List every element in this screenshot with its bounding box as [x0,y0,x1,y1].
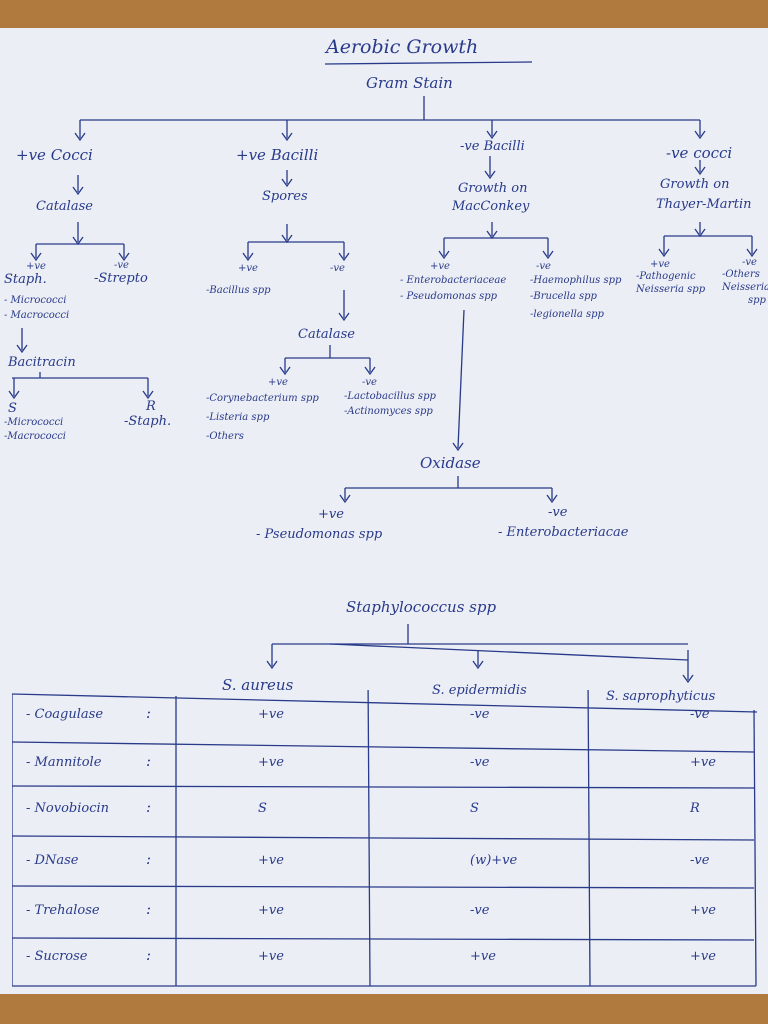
bacilli-catalase-pos-label: +ve [268,377,288,388]
table-cell-value: +ve [258,853,284,868]
table-cell-value: +ve [690,949,716,964]
bacilli-catalase-neg-item: -Lactobacillus spp [344,391,436,402]
table-row-test-name: - Coagulase [26,707,104,722]
table-cell-value: +ve [258,949,284,964]
node-catalase-cocci: Catalase [36,199,93,214]
table-cell-value: S [470,801,479,816]
table-grid [12,690,757,987]
table-cell-value: +ve [690,903,716,918]
node-oxidase: Oxidase [420,454,481,472]
bacilli-catalase-neg-label: -ve [362,377,377,388]
table-cell-value: -ve [470,755,490,770]
bacitracin-s-item: -Micrococci [4,417,64,428]
table-cell-value: -ve [470,903,490,918]
bacilli-catalase-neg-item: -Actinomyces spp [344,406,433,417]
thayer-pos-item: -Pathogenic [636,271,696,282]
macconkey-pos-label: +ve [430,261,450,272]
node-growth-macconkey: Growth on [458,181,528,196]
table-cell-value: S [258,801,267,816]
table-cell-value: -ve [470,707,490,722]
table-row-test-name: - Mannitole [26,755,102,770]
staph-column-header: S. saprophyticus [606,689,716,704]
macconkey-neg-item: -Brucella spp [530,291,597,302]
thayer-neg-item: -Others [722,269,760,280]
table-cell-value: R [690,801,700,816]
macconkey-neg-item: -legionella spp [530,309,604,320]
node-bacillus: -Bacillus spp [206,285,271,296]
node-pseudomonas: - Pseudomonas spp [256,527,383,542]
node-strepto: -Strepto [94,271,148,286]
thayer-neg-item: spp [748,295,766,306]
staph-list-item: - Micrococci [4,295,67,306]
table-row-colon: : [146,798,152,816]
table-row-test-name: - DNase [26,853,79,868]
table-cell-value: +ve [258,903,284,918]
thayer-pos-item: Neisseria spp [636,284,706,295]
oxidase-neg-label: -ve [548,505,568,520]
node-pos-bacilli: +ve Bacilli [236,146,319,164]
table-row-colon: : [146,850,152,868]
node-bacitracin: Bacitracin [8,355,76,370]
staph-column-header: S. aureus [222,676,294,694]
table-row-colon: : [146,704,152,722]
thayer-pos-label: +ve [650,259,670,270]
table-row-colon: : [146,752,152,770]
table-cell-value: -ve [690,853,710,868]
node-spores: Spores [262,189,308,204]
bacitracin-r-label: R [146,399,156,414]
bacilli-catalase-pos-item: -Others [206,431,244,442]
cocci-catalase-pos-label: +ve [26,261,46,272]
chart-title: Aerobic Growth [326,36,479,58]
root-node-gram-stain: Gram Stain [366,74,453,92]
macconkey-pos-item: - Pseudomonas spp [400,291,498,302]
table-cell-value: +ve [470,949,496,964]
table-cell-value: (w)+ve [470,853,518,868]
table-cell-value: +ve [690,755,716,770]
staph-column-header: S. epidermidis [432,683,527,698]
table-cell-value: +ve [258,755,284,770]
table-row-test-name: - Novobiocin [26,801,110,816]
staph-list-item: - Macrococci [4,310,70,321]
bacitracin-s-label: S [8,401,17,416]
macconkey-pos-item: - Enterobacteriaceae [400,275,507,286]
spores-neg-label: -ve [330,263,345,274]
table-row-colon: : [146,900,152,918]
table-row-test-name: - Sucrose [26,949,88,964]
node-growth-thayer-martin: Growth on [660,177,730,192]
node-growth-thayer-martin: Thayer-Martin [656,197,752,212]
oxidase-pos-label: +ve [318,507,344,522]
node-pos-cocci: +ve Cocci [16,146,93,164]
staph-heading: Staphylococcus spp [346,598,497,616]
node-growth-macconkey: MacConkey [452,199,530,214]
bacitracin-s-item: -Macrococci [4,431,67,442]
bacitracin-r-item: -Staph. [124,414,172,429]
node-staph: Staph. [4,272,47,287]
spores-pos-label: +ve [238,263,258,274]
table-cell-value: -ve [690,707,710,722]
node-enterobacteriacae: - Enterobacteriacae [498,525,629,540]
cocci-catalase-neg-label: -ve [114,260,129,271]
thayer-neg-item: Neisseria [722,282,768,293]
node-neg-cocci: -ve cocci [666,144,733,162]
bacilli-catalase-pos-item: -Corynebacterium spp [206,393,319,404]
table-row-colon: : [146,946,152,964]
macconkey-neg-item: -Haemophilus spp [530,275,622,286]
node-neg-bacilli: -ve Bacilli [460,139,525,154]
macconkey-neg-label: -ve [536,261,551,272]
paper-sheet [0,28,768,994]
bacilli-catalase-pos-item: -Listeria spp [206,412,270,423]
node-catalase-bacilli: Catalase [298,327,355,342]
table-cell-value: +ve [258,707,284,722]
thayer-neg-label: -ve [742,257,757,268]
table-row-test-name: - Trehalose [26,903,100,918]
